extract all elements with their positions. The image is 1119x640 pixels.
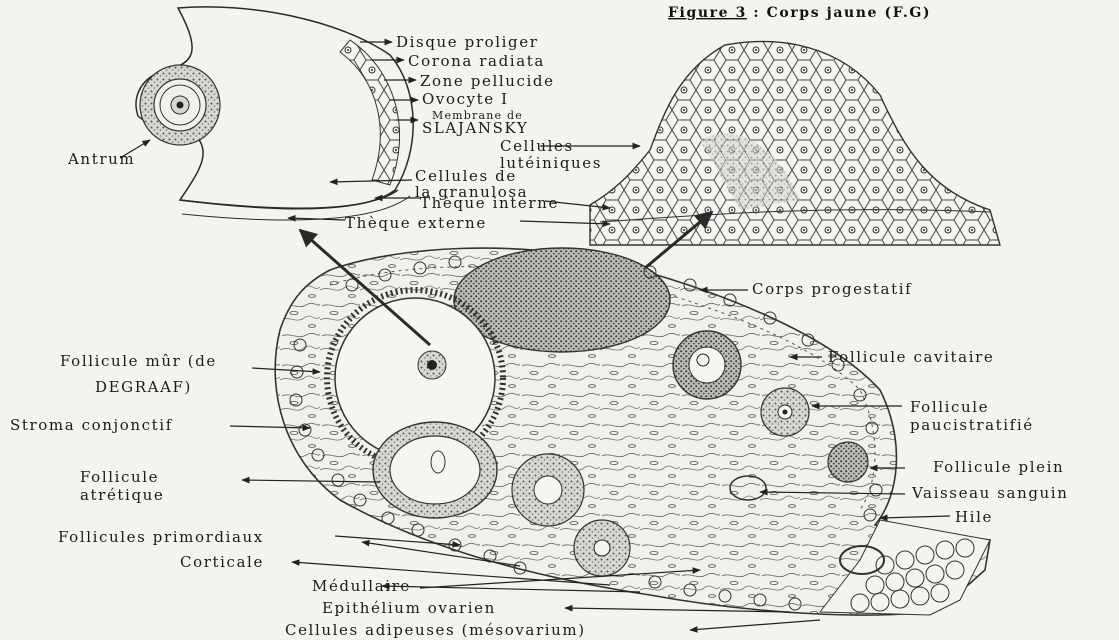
label-medullaire: Médullaire — [312, 577, 411, 595]
corpus-luteum-detail — [590, 42, 1000, 245]
label-theque-interne: Thèque interne — [420, 194, 559, 212]
label-cellules-adipeuses: Cellules adipeuses (mésovarium) — [285, 621, 586, 639]
label-follicule-plein: Follicule plein — [933, 458, 1064, 476]
label-ovocyte: Ovocyte I — [422, 90, 509, 108]
label-corticale: Corticale — [180, 553, 264, 571]
label-follicule-mur-line1: Follicule mûr (de — [60, 352, 217, 370]
label-corps-progestatif: Corps progestatif — [752, 280, 912, 298]
label-theque-externe: Thèque externe — [345, 214, 487, 232]
label-corona-radiata: Corona radiata — [408, 52, 545, 70]
label-follicule-mur-line2: DEGRAAF) — [95, 378, 192, 396]
label-disque-proliger: Disque proliger — [396, 33, 538, 51]
corps-progestatif-shape — [454, 248, 670, 352]
mature-follicle-detail — [136, 7, 413, 220]
label-follicules-primordiaux: Follicules primordiaux — [58, 528, 264, 546]
label-membrane-line2: SLAJANSKY — [422, 119, 528, 137]
figure-title-caption: : Corps jaune (F.G) — [747, 5, 931, 21]
label-stroma-conjonctif: Stroma conjonctif — [10, 416, 173, 434]
label-follicule-cavitaire: Follicule cavitaire — [828, 348, 994, 366]
figure-title: Figure 3 : Corps jaune (F.G) — [668, 5, 931, 21]
label-epithelium-ovarien: Epithélium ovarien — [322, 599, 496, 617]
label-zone-pellucide: Zone pellucide — [420, 72, 555, 90]
label-vaisseau-sanguin: Vaisseau sanguin — [911, 484, 1068, 502]
label-follicule-atretique-line2: atrétique — [80, 486, 164, 504]
label-follicule-paucistratifie-line2: paucistratifié — [910, 416, 1034, 434]
label-cellules-luteiniques-line1: Cellules — [500, 137, 574, 155]
label-antrum: Antrum — [67, 150, 135, 168]
label-follicule-atretique-line1: Follicule — [80, 468, 159, 486]
label-follicule-paucistratifie-line1: Follicule — [910, 398, 989, 416]
figure-title-label: Figure 3 — [668, 5, 747, 21]
label-hile: Hile — [955, 508, 993, 526]
